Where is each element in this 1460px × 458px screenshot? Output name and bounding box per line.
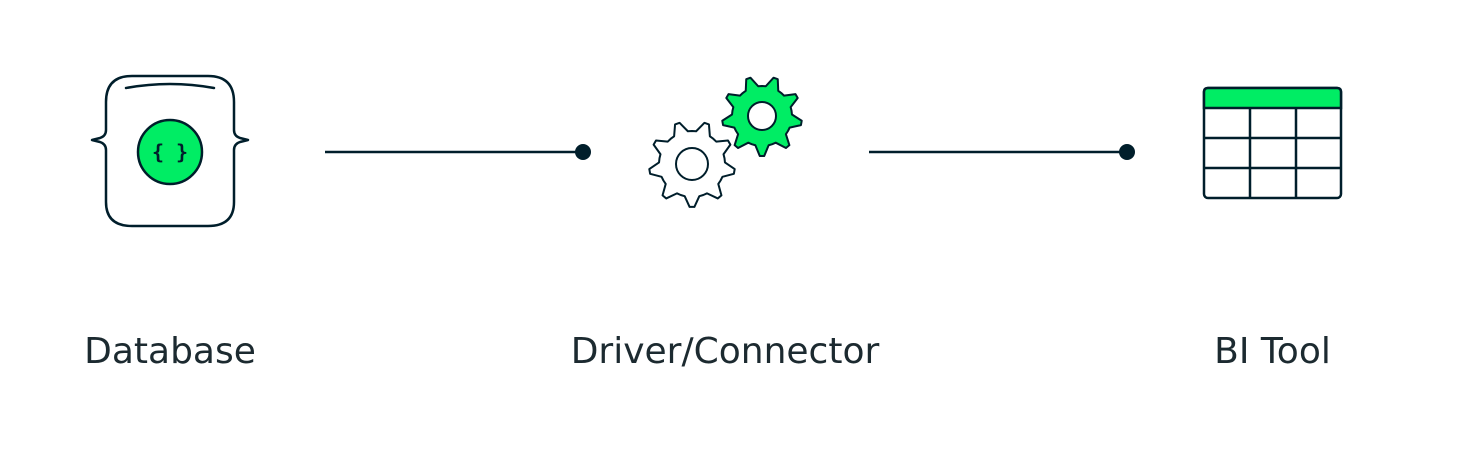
table-icon xyxy=(1202,86,1343,200)
gear-outline-icon xyxy=(648,121,736,208)
database-badge xyxy=(136,118,204,186)
database-icon: { } xyxy=(90,74,250,228)
gears-icon xyxy=(648,76,803,208)
connector-endpoint xyxy=(575,144,591,160)
gear-green-icon xyxy=(721,76,803,157)
connector-line-database-driver xyxy=(325,144,591,160)
connector-endpoint xyxy=(1119,144,1135,160)
node-label-database: Database xyxy=(84,331,256,372)
connector-line-driver-bi-tool xyxy=(869,144,1135,160)
node-label-driver: Driver/Connector xyxy=(570,331,880,372)
database-badge-text: { } xyxy=(152,140,188,164)
node-label-bi-tool: BI Tool xyxy=(1214,331,1331,372)
